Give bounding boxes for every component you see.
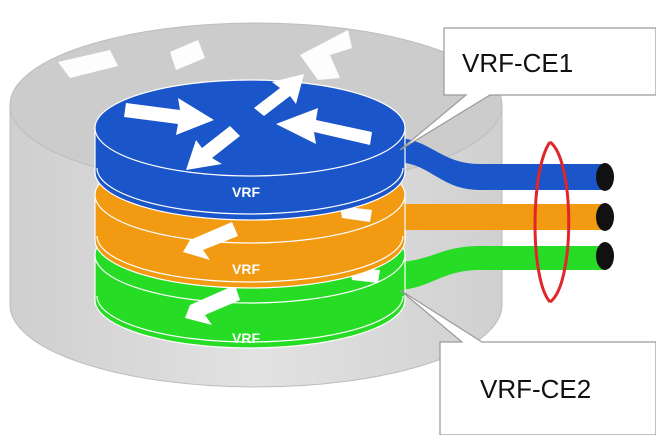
- callout-top-text: VRF-CE1: [462, 48, 573, 78]
- cable-blue: [395, 138, 605, 190]
- vrf-layer-blue: VRF: [94, 74, 406, 221]
- callout-top: VRF-CE1: [399, 27, 656, 151]
- callout-bottom-text: VRF-CE2: [480, 374, 591, 404]
- arrow-icon: [124, 74, 372, 170]
- cable-end-green-icon: [596, 242, 614, 270]
- router-arrow-icon: [58, 30, 352, 80]
- cable-end-blue-icon: [596, 163, 614, 191]
- vrf-label-green: VRF: [232, 330, 260, 346]
- bundle-ring-icon: [533, 140, 571, 304]
- cable-end-orange-icon: [596, 203, 614, 231]
- vrf-label-orange: VRF: [232, 261, 260, 277]
- callout-bottom: VRF-CE2: [399, 289, 656, 435]
- arrow-icon: [183, 206, 372, 260]
- cable-bundle: [395, 138, 614, 290]
- cable-green: [395, 246, 605, 290]
- cable-orange: [395, 204, 605, 230]
- vrf-label-blue: VRF: [232, 184, 260, 200]
